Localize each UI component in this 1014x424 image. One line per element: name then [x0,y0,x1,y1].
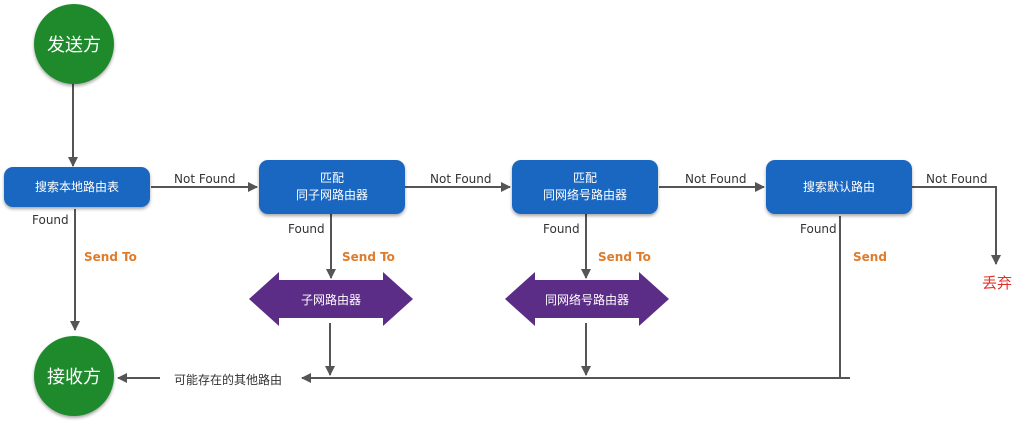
send-label: Send [853,250,887,264]
found-label-1: Found [32,213,69,227]
match-netid-line1: 匹配 [572,171,597,185]
netid-router-shape [505,272,669,326]
subnet-router-label: 子网路由器 [300,292,361,307]
match-subnet-line2: 同子网路由器 [295,188,368,202]
netid-router-node: 同网络号路由器 [505,272,669,326]
send-to-label-1: Send To [84,250,137,264]
send-to-label-2: Send To [342,250,395,264]
discard-label: 丢弃 [982,274,1013,292]
match-netid-line2: 同网络号路由器 [542,188,627,202]
other-routers-label: 可能存在的其他路由 [174,373,283,387]
receiver-label: 接收方 [47,367,101,388]
send-to-label-3: Send To [598,250,651,264]
subnet-router-shape [249,272,413,326]
found-label-3: Found [543,222,580,236]
not-found-label-2: Not Found [430,172,492,186]
search-local-table-box: 搜索本地路由表 [4,167,150,207]
subnet-router-node: 子网路由器 [249,272,413,326]
match-netid-box: 匹配 同网络号路由器 [512,160,658,214]
sender-node: 发送方 [34,4,114,84]
search-default-box: 搜索默认路由 [766,160,912,214]
search-default-label: 搜索默认路由 [802,179,875,194]
not-found-label-1: Not Found [174,172,236,186]
netid-router-label: 同网络号路由器 [544,292,629,307]
arrow-default-to-discard [912,186,1001,265]
match-subnet-box: 匹配 同子网路由器 [259,160,405,214]
sender-label: 发送方 [47,35,101,56]
search-local-label: 搜索本地路由表 [34,179,119,194]
not-found-label-4: Not Found [926,172,988,186]
found-label-4: Found [800,222,837,236]
receiver-node: 接收方 [34,336,114,416]
found-label-2: Found [288,222,325,236]
match-subnet-line1: 匹配 [319,171,344,185]
not-found-label-3: Not Found [685,172,747,186]
